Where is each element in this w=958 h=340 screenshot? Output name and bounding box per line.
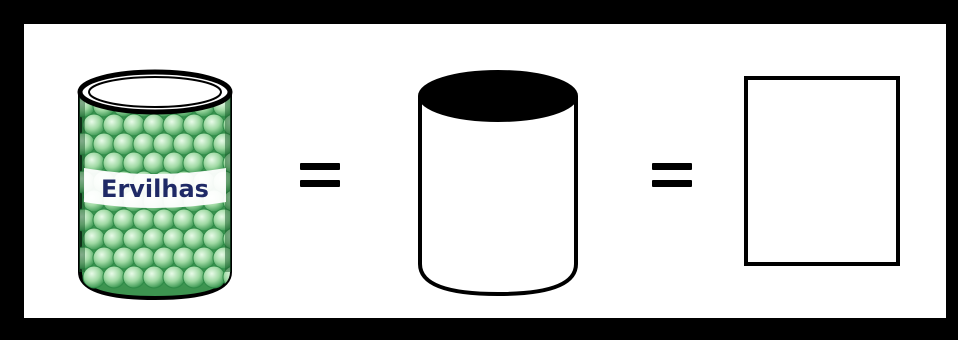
diagram-panel: Ervilhas: [24, 24, 946, 318]
pea-icon: [173, 133, 195, 155]
pea-icon: [123, 152, 145, 174]
pea-icon: [193, 133, 215, 155]
pea-icon: [203, 228, 225, 250]
equals-icon: [652, 163, 692, 187]
pea-icon: [203, 266, 225, 288]
pea-icon: [173, 247, 195, 269]
pea-icon: [103, 114, 125, 136]
equals-icon: [300, 163, 340, 187]
pea-icon: [113, 247, 135, 269]
pea-icon: [183, 114, 205, 136]
pea-icon: [203, 114, 225, 136]
pea-icon: [163, 152, 185, 174]
equals-bar-top: [300, 163, 340, 170]
pea-icon: [183, 152, 205, 174]
pea-can-icon: Ervilhas: [70, 64, 240, 304]
pea-icon: [143, 114, 165, 136]
equals-bar-bottom: [652, 180, 692, 187]
pea-icon: [93, 209, 115, 231]
equals-bar-top: [652, 163, 692, 170]
pea-icon: [103, 266, 125, 288]
can-label-text: Ervilhas: [101, 175, 209, 203]
pea-icon: [173, 209, 195, 231]
cylinder-drawing: [416, 68, 580, 298]
pea-icon: [163, 114, 185, 136]
pea-icon: [133, 209, 155, 231]
pea-icon: [153, 133, 175, 155]
pea-icon: [163, 266, 185, 288]
pea-icon: [93, 133, 115, 155]
pea-icon: [103, 228, 125, 250]
pea-icon: [153, 209, 175, 231]
rectangle-shape: [744, 76, 900, 266]
rectangle-icon: [744, 76, 902, 268]
pea-icon: [123, 266, 145, 288]
pea-icon: [113, 209, 135, 231]
pea-icon: [83, 228, 105, 250]
pea-icon: [183, 228, 205, 250]
pea-icon: [143, 266, 165, 288]
pea-icon: [83, 266, 105, 288]
pea-icon: [123, 228, 145, 250]
pea-icon: [193, 247, 215, 269]
pea-can-drawing: Ervilhas: [70, 64, 240, 304]
pea-icon: [153, 247, 175, 269]
pea-icon: [143, 228, 165, 250]
pea-icon: [133, 247, 155, 269]
pea-icon: [163, 228, 185, 250]
pea-icon: [193, 209, 215, 231]
equals-bar-bottom: [300, 180, 340, 187]
pea-icon: [143, 152, 165, 174]
pea-icon: [123, 114, 145, 136]
pea-icon: [113, 133, 135, 155]
pea-icon: [103, 152, 125, 174]
pea-icon: [133, 133, 155, 155]
pea-icon: [83, 114, 105, 136]
pea-icon: [93, 247, 115, 269]
cylinder-icon: [416, 68, 580, 298]
pea-icon: [183, 266, 205, 288]
